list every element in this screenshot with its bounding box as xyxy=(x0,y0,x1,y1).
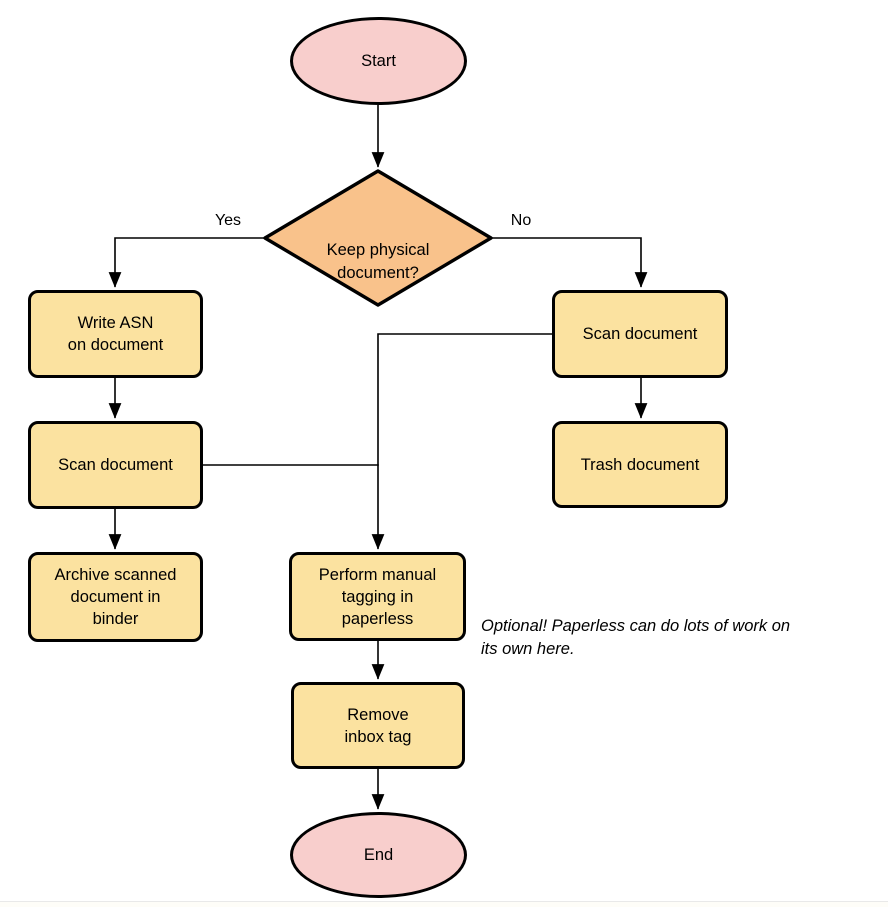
end-label: End xyxy=(363,846,394,864)
edge-scanright-tagging xyxy=(371,333,552,550)
optional-note-text: Optional! Paperless can do lots of work … xyxy=(481,617,791,658)
process-trash-label: Trash document xyxy=(580,455,700,474)
start-label: Start xyxy=(361,52,396,70)
process-archive-scanned: Archive scanned document in binder xyxy=(28,552,203,642)
process-archive-label: Archive scanned document in binder xyxy=(54,566,177,628)
decision-node-label: Keep physical document? xyxy=(298,216,458,285)
process-write-asn-label: Write ASN on document xyxy=(67,314,164,354)
edge-label-yes: Yes xyxy=(205,212,251,230)
edge-decision-no xyxy=(491,237,648,288)
start-node: Start xyxy=(290,17,467,105)
process-remove-inbox-tag: Remove inbox tag xyxy=(291,682,465,769)
process-write-asn: Write ASN on document xyxy=(28,290,203,378)
page-bottom-edge xyxy=(0,901,888,907)
process-scan-right-label: Scan document xyxy=(582,325,698,343)
process-scan-document-left: Scan document xyxy=(28,421,203,509)
edge-label-no: No xyxy=(498,212,544,230)
process-remove-inbox-label: Remove inbox tag xyxy=(344,705,412,746)
process-scan-document-right: Scan document xyxy=(552,290,728,378)
optional-note: Optional! Paperless can do lots of work … xyxy=(481,592,885,661)
process-scan-left-label: Scan document xyxy=(58,456,173,474)
edge-decision-yes xyxy=(108,237,265,288)
process-tagging-label: Perform manual tagging in paperless xyxy=(318,565,437,628)
decision-text: Keep physical document? xyxy=(326,241,430,282)
end-node: End xyxy=(290,812,467,898)
process-manual-tagging: Perform manual tagging in paperless xyxy=(289,552,466,641)
process-trash-document: Trash document xyxy=(552,421,728,508)
decision-node-shape xyxy=(263,169,493,307)
